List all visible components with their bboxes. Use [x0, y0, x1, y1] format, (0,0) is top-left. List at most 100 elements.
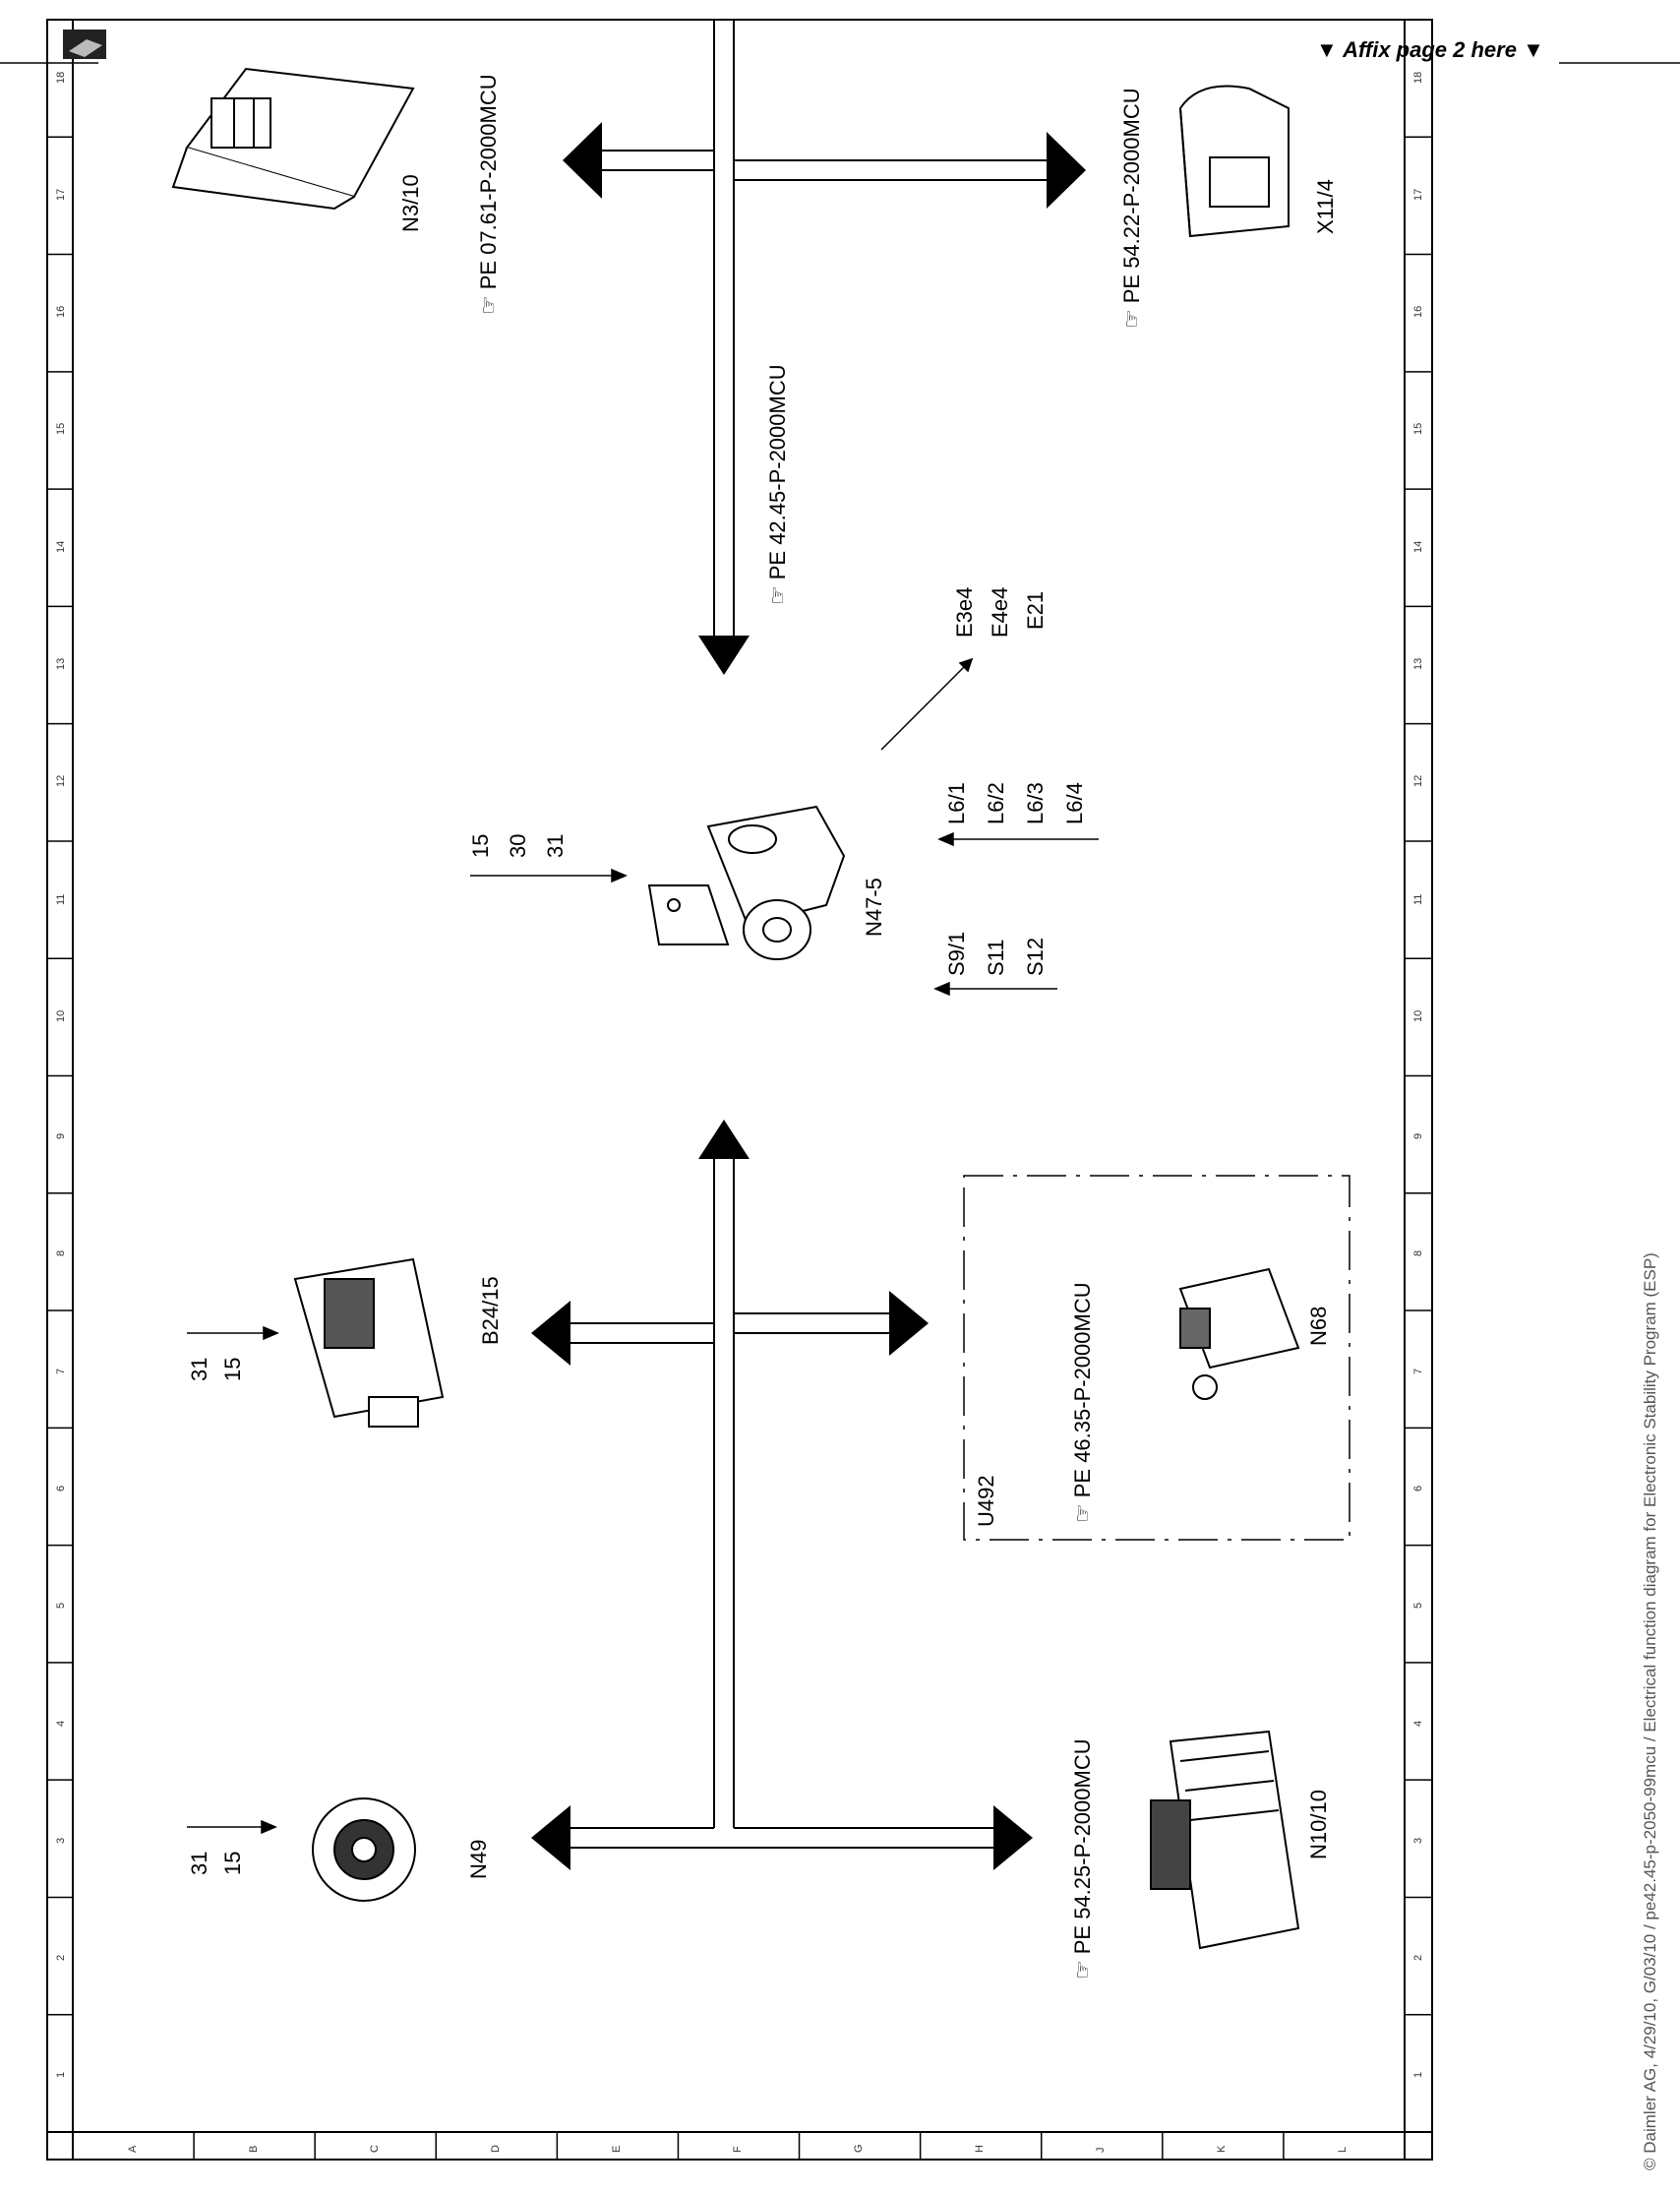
pointing-hand-icon: ☞ — [1070, 1960, 1095, 1979]
grid-column-number: 8 — [1412, 1250, 1424, 1257]
grid-column-number: 16 — [55, 305, 67, 319]
reference-pe-54-25[interactable]: ☞PE 54.25-P-2000MCU — [1070, 1738, 1095, 1979]
pointing-hand-icon: ☞ — [1119, 309, 1144, 329]
grid-column-number: 8 — [55, 1250, 67, 1257]
n3-10-device — [171, 67, 415, 211]
bus-arrowheads — [531, 122, 1086, 1870]
signal-l6-2: L6/2 — [984, 782, 1008, 824]
arrow-left-n49 — [531, 1805, 570, 1870]
signal-n49-15: 15 — [220, 1851, 245, 1875]
signal-30: 30 — [506, 833, 530, 858]
grid-column-number: 9 — [55, 1133, 67, 1140]
grid-row-letter: K — [1216, 2145, 1229, 2153]
grid-column-number: 12 — [1412, 775, 1424, 788]
grid-column-number: 7 — [55, 1368, 67, 1374]
arrow-right-n68 — [889, 1291, 929, 1356]
reference-pe-54-22[interactable]: ☞PE 54.22-P-2000MCU — [1119, 88, 1144, 329]
signal-e21: E21 — [1023, 590, 1048, 630]
grid-row-letter: L — [1337, 2146, 1350, 2153]
grid-column-number: 2 — [55, 1954, 67, 1962]
grid-column-number: 14 — [55, 540, 67, 553]
n10-10-sam-module — [1150, 1730, 1300, 1950]
grid-column-number: 10 — [55, 1009, 67, 1022]
reference-pe-07-61[interactable]: ☞PE 07.61-P-2000MCU — [476, 74, 501, 315]
grid-row-letter: G — [853, 2144, 866, 2153]
signal-l6-3: L6/3 — [1023, 782, 1048, 824]
grid-row-letter: B — [247, 2145, 260, 2153]
grid-column-number: 18 — [1412, 71, 1424, 84]
signal-n49-31: 31 — [187, 1851, 211, 1875]
grid-row-letter: J — [1095, 2147, 1108, 2154]
signal-l6-4: L6/4 — [1062, 782, 1087, 824]
signal-l6-1: L6/1 — [944, 782, 969, 824]
grid-column-number: 5 — [55, 1603, 67, 1610]
signal-e3e4: E3e4 — [952, 586, 977, 638]
grid-column-number: 14 — [1412, 540, 1424, 553]
component-n10-10-label: N10/10 — [1306, 1790, 1331, 1859]
grid-column-number: 15 — [1412, 423, 1424, 436]
signal-15: 15 — [468, 833, 493, 858]
component-n3-10-label: N3/10 — [398, 174, 423, 232]
signal-31: 31 — [543, 833, 568, 858]
grid-column-number: 9 — [1412, 1133, 1424, 1140]
grid-column-number: 18 — [55, 71, 67, 84]
signal-b24-31: 31 — [187, 1357, 211, 1381]
b24-15-sensor — [293, 1257, 445, 1428]
grid-column-number: 6 — [55, 1485, 67, 1492]
grid-column-number: 11 — [55, 893, 67, 905]
grid-column-number: 10 — [1412, 1009, 1424, 1022]
signal-b24-15: 15 — [220, 1357, 245, 1381]
signal-s9-1: S9/1 — [944, 931, 969, 976]
grid-row-letter: E — [610, 2145, 623, 2153]
frame — [46, 19, 1433, 2161]
arrow-left-b24-15 — [531, 1301, 570, 1366]
grid-column-number: 15 — [55, 423, 67, 436]
component-b24-15-label: B24/15 — [478, 1276, 503, 1345]
n49-steering-sensor — [312, 1797, 416, 1902]
n68-module — [1178, 1267, 1300, 1400]
grid-column-number: 12 — [55, 775, 67, 788]
component-n47-5-label: N47-5 — [862, 878, 886, 937]
grid-column-number: 3 — [1412, 1837, 1424, 1844]
grid-column-number: 2 — [1412, 1954, 1424, 1962]
grid-row-letter: D — [489, 2145, 502, 2153]
pointing-hand-icon: ☞ — [765, 585, 790, 605]
u492-boundary — [963, 1175, 1350, 1541]
reference-pe-42-45[interactable]: ☞PE 42.45-P-2000MCU — [765, 364, 790, 605]
grid-column-number: 7 — [1412, 1368, 1424, 1374]
book-icon — [63, 30, 106, 59]
grid-column-number: 11 — [1412, 893, 1424, 905]
data-bus — [566, 20, 1052, 1849]
grid-column-number: 13 — [55, 657, 67, 671]
grid-column-number: 1 — [1412, 2072, 1424, 2079]
grid-column-number: 17 — [1412, 188, 1424, 201]
grid-row-letter: A — [126, 2145, 139, 2153]
grid-row-letter: F — [732, 2146, 744, 2153]
x11-4-device — [1178, 85, 1290, 238]
arrow-right-x11-4 — [1047, 132, 1086, 209]
component-x11-4-label: X11/4 — [1313, 179, 1338, 234]
pointing-hand-icon: ☞ — [476, 295, 501, 315]
pointing-hand-icon: ☞ — [1070, 1503, 1095, 1523]
grid-column-number: 13 — [1412, 657, 1424, 671]
component-n49-label: N49 — [466, 1839, 491, 1879]
component-n68-label: N68 — [1306, 1306, 1331, 1346]
n47-5-hydraulic-unit — [647, 805, 846, 960]
grid-row-letter: C — [368, 2145, 381, 2153]
grid-column-number: 3 — [55, 1837, 67, 1844]
grid-column-number: 16 — [1412, 305, 1424, 319]
signal-s11: S11 — [984, 939, 1008, 976]
component-u492-label: U492 — [974, 1475, 998, 1527]
grid-column-number: 4 — [55, 1720, 67, 1727]
grid-column-number: 4 — [1412, 1720, 1424, 1727]
grid-column-number: 1 — [55, 2072, 67, 2079]
grid-column-number: 5 — [1412, 1603, 1424, 1610]
signal-e4e4: E4e4 — [988, 586, 1012, 638]
reference-pe-46-35[interactable]: ☞PE 46.35-P-2000MCU — [1070, 1282, 1095, 1523]
grid-column-number: 17 — [55, 188, 67, 201]
arrow-up-n47-5 — [698, 1120, 750, 1159]
affix-page-label: ▼ Affix page 2 here ▼ — [1316, 37, 1544, 62]
grid-row-letter: H — [974, 2145, 987, 2153]
arrow-down-n47-5 — [698, 636, 750, 675]
